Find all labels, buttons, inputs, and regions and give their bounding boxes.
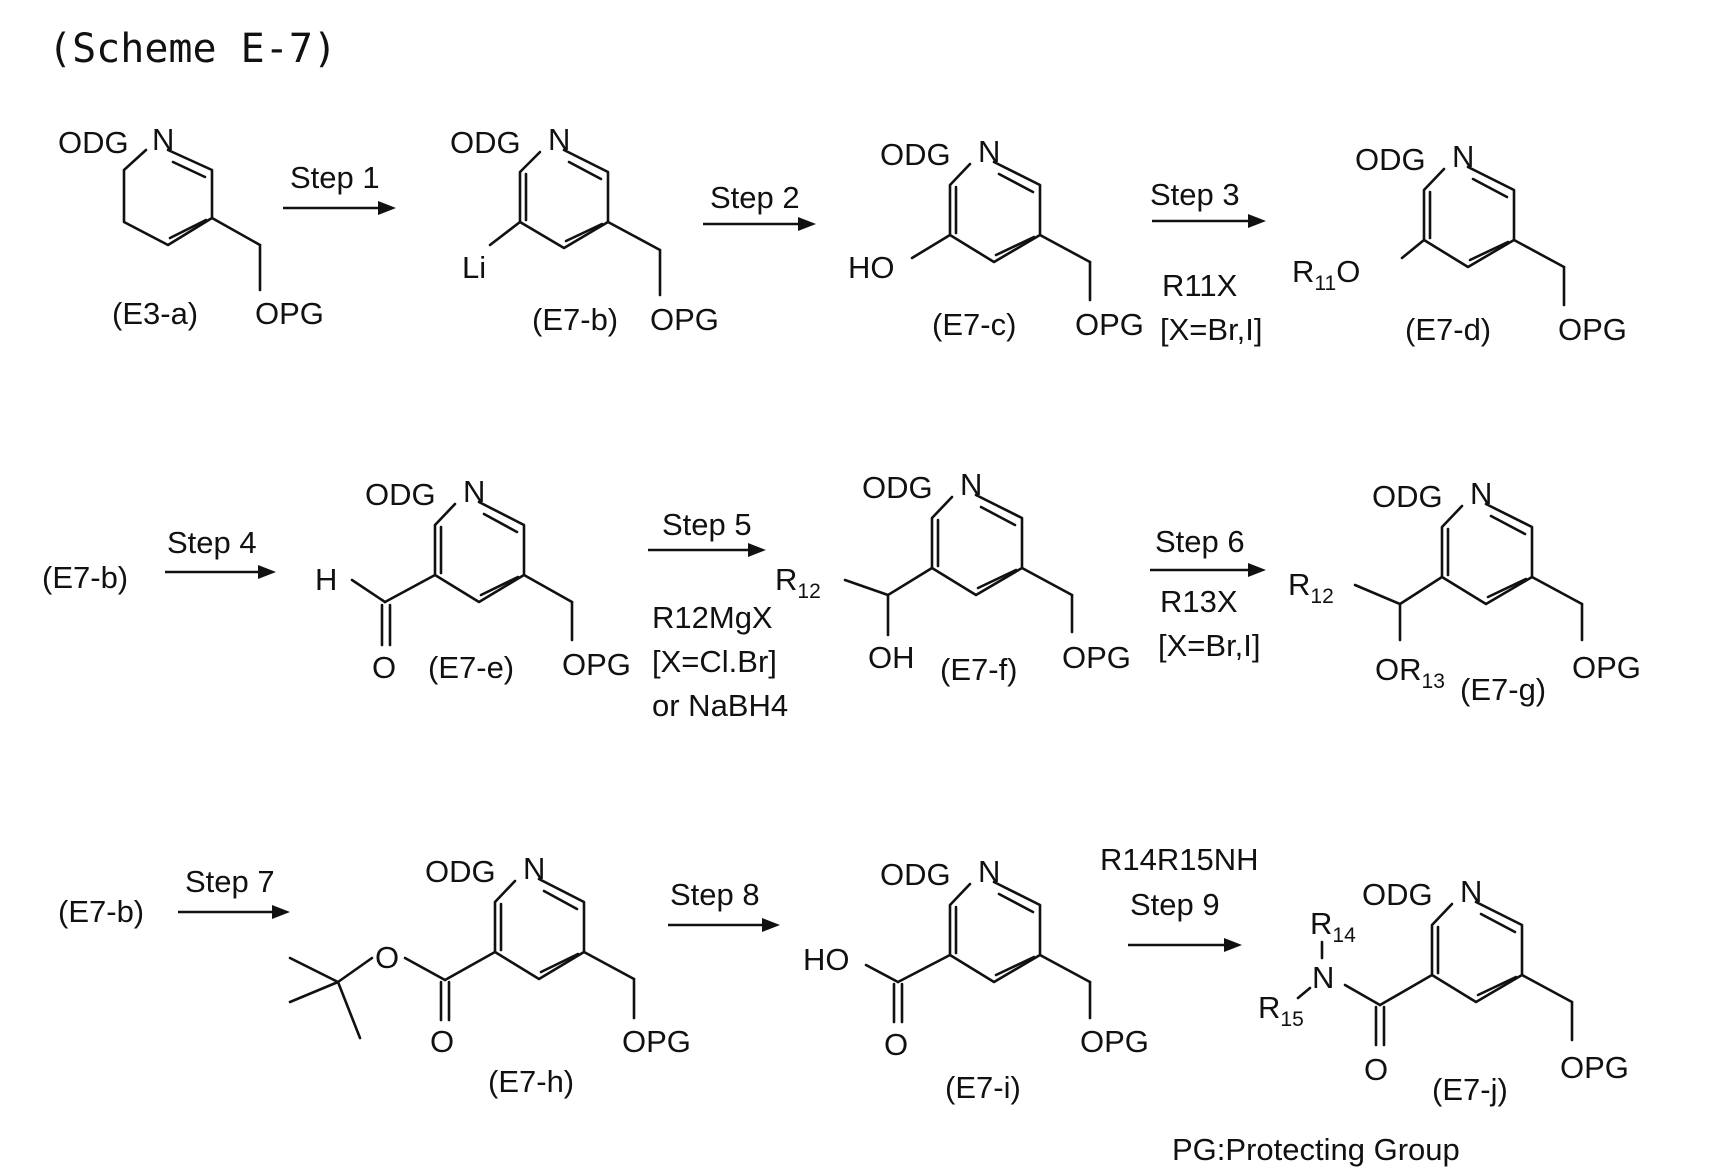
compound-label-e7c: (E7-c) xyxy=(932,307,1016,342)
compound-label-e7f: (E7-f) xyxy=(940,652,1018,687)
compound-e7b: ODG N Li OPG (E7-b) xyxy=(450,122,719,337)
step7-arrow xyxy=(178,905,290,919)
opg-label: OPG xyxy=(1572,650,1641,685)
step1-arrow xyxy=(283,201,396,215)
odg-label: ODG xyxy=(880,137,951,172)
step1-label: Step 1 xyxy=(290,160,380,195)
step9-label: Step 9 xyxy=(1130,887,1220,922)
scheme-title: (Scheme E-7) xyxy=(48,26,337,72)
step7-label: Step 7 xyxy=(185,864,275,899)
o-label: O xyxy=(884,1027,908,1062)
reagent-r12mgx-condition: [X=Cl.Br] xyxy=(652,644,777,679)
opg-label: OPG xyxy=(650,302,719,337)
reagent-r13x-condition: [X=Br,I] xyxy=(1158,628,1261,663)
compound-e7e: ODG N H O OPG (E7-e) xyxy=(315,474,631,685)
step5-arrow xyxy=(648,543,766,557)
step6-arrow xyxy=(1150,563,1266,577)
compound-label-e7d: (E7-d) xyxy=(1405,312,1491,347)
odg-label: ODG xyxy=(1362,877,1433,912)
pyridine-ring xyxy=(866,882,1090,1022)
pyridine-ring xyxy=(1402,167,1564,305)
ho-label: HO xyxy=(803,942,850,977)
reagent-amine: R14R15NH xyxy=(1100,842,1259,877)
pyridine-ring xyxy=(912,162,1090,300)
opg-label: OPG xyxy=(1560,1050,1629,1085)
compound-e7c: ODG N HO OPG (E7-c) xyxy=(848,134,1144,342)
opg-label: OPG xyxy=(622,1024,691,1059)
o-label: O xyxy=(372,650,396,685)
o-label: O xyxy=(1364,1052,1388,1087)
h-label: H xyxy=(315,562,337,597)
step8-arrow xyxy=(668,918,780,932)
odg-label: ODG xyxy=(880,857,951,892)
pyridine-ring xyxy=(845,495,1072,635)
step2-label: Step 2 xyxy=(710,180,800,215)
pg-footnote: PG:Protecting Group xyxy=(1172,1132,1460,1167)
step3-label: Step 3 xyxy=(1150,177,1240,212)
odg-label: ODG xyxy=(58,125,129,160)
reagent-nabh4: or NaBH4 xyxy=(652,688,788,723)
compound-label-e7g: (E7-g) xyxy=(1460,672,1546,707)
compound-e7h: ODG N O O OPG (E7-h) xyxy=(290,851,691,1099)
pyridine-ring xyxy=(290,879,634,1038)
compound-label-e3a: (E3-a) xyxy=(112,296,198,331)
reagent-r12mgx: R12MgX xyxy=(652,600,773,635)
step2-arrow xyxy=(703,217,816,231)
step4-arrow xyxy=(165,565,276,579)
li-label: Li xyxy=(462,250,486,285)
pyridine-ring xyxy=(124,150,260,290)
step5-label: Step 5 xyxy=(662,507,752,542)
compound-e7d: ODG N R11O OPG (E7-d) xyxy=(1292,139,1627,347)
compound-label-e7e: (E7-e) xyxy=(428,650,514,685)
odg-label: ODG xyxy=(365,477,436,512)
oh-label: OH xyxy=(868,640,915,675)
opg-label: OPG xyxy=(1062,640,1131,675)
opg-label: OPG xyxy=(562,647,631,682)
step8-label: Step 8 xyxy=(670,877,760,912)
r14-label: R14 xyxy=(1310,906,1356,947)
compound-e7j: ODG N R14 N R15 O OPG (E7-j) xyxy=(1258,874,1629,1107)
pyridine-ring xyxy=(1355,504,1582,640)
amide-n-label: N xyxy=(1312,960,1334,995)
r15-label: R15 xyxy=(1258,990,1304,1031)
opg-label: OPG xyxy=(1080,1024,1149,1059)
step4-label: Step 4 xyxy=(167,525,257,560)
reagent-r11x-condition: [X=Br,I] xyxy=(1160,312,1263,347)
odg-label: ODG xyxy=(450,125,521,160)
compound-label-e7i: (E7-i) xyxy=(945,1070,1021,1105)
pyridine-ring xyxy=(352,502,572,645)
step6-label: Step 6 xyxy=(1155,524,1245,559)
ho-label: HO xyxy=(848,250,895,285)
compound-e7f: ODG N R12 OH OPG (E7-f) xyxy=(775,467,1131,687)
reagent-r13x: R13X xyxy=(1160,584,1238,619)
compound-label-e7h: (E7-h) xyxy=(488,1064,574,1099)
compound-e7g: ODG N R12 OR13 OPG (E7-g) xyxy=(1288,476,1641,707)
opg-label: OPG xyxy=(1558,312,1627,347)
odg-label: ODG xyxy=(862,470,933,505)
compound-e3a: ODG N OPG (E3-a) xyxy=(58,122,324,331)
odg-label: ODG xyxy=(1355,142,1426,177)
compound-label-e7j: (E7-j) xyxy=(1432,1072,1508,1107)
odg-label: ODG xyxy=(425,854,496,889)
r12-label: R12 xyxy=(1288,567,1334,608)
pyridine-ring xyxy=(490,150,660,295)
opg-label: OPG xyxy=(1075,307,1144,342)
compound-e7i: ODG N HO O OPG (E7-i) xyxy=(803,854,1149,1105)
start-e7b-row2: (E7-b) xyxy=(42,560,128,595)
reagent-r11x: R11X xyxy=(1162,268,1238,303)
carbonyl-o-label: O xyxy=(430,1024,454,1059)
start-e7b-row3: (E7-b) xyxy=(58,894,144,929)
step9-arrow xyxy=(1128,938,1242,952)
odg-label: ODG xyxy=(1372,479,1443,514)
compound-label-e7b: (E7-b) xyxy=(532,302,618,337)
opg-label: OPG xyxy=(255,296,324,331)
step3-arrow xyxy=(1152,214,1266,228)
ester-o-label: O xyxy=(375,940,399,975)
r12-label: R12 xyxy=(775,562,821,603)
or13-label: OR13 xyxy=(1375,652,1445,693)
r11o-label: R11O xyxy=(1292,254,1360,295)
